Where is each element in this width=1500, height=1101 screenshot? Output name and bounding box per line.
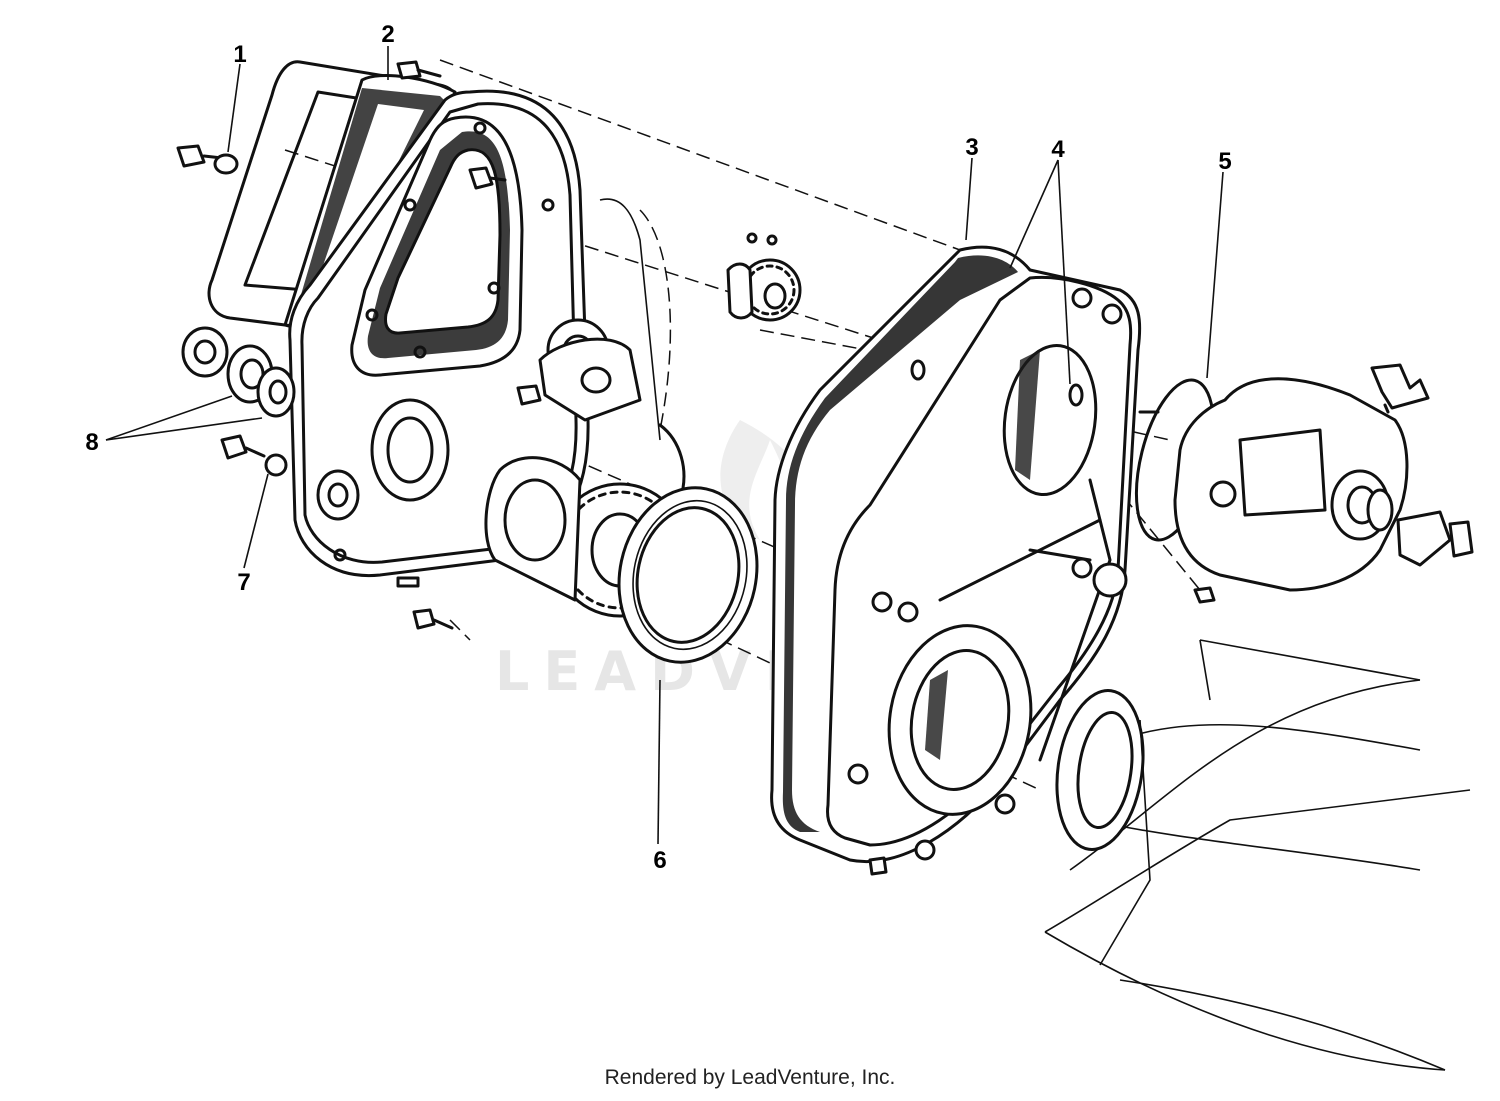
callout-3[interactable]: 3: [965, 134, 978, 161]
chain-case-housing-right: [770, 245, 1142, 876]
leader-lines: [105, 46, 1224, 845]
callout-7[interactable]: 7: [237, 569, 250, 596]
seal-ring: [617, 486, 759, 664]
idler-sprocket: [726, 232, 802, 322]
auger-housing: [1044, 639, 1471, 1071]
hardware-left: [176, 60, 507, 630]
chain-case-cover-left: [288, 89, 590, 578]
rendered-by-credit: Rendered by LeadVenture, Inc.: [604, 1066, 896, 1089]
callout-8[interactable]: 8: [85, 429, 98, 456]
callout-5[interactable]: 5: [1218, 148, 1231, 175]
callout-6[interactable]: 6: [653, 847, 666, 874]
callout-4[interactable]: 4: [1051, 136, 1065, 163]
gearbox-assembly: [1135, 363, 1474, 604]
callout-2[interactable]: 2: [381, 21, 394, 48]
callout-1[interactable]: 1: [233, 41, 246, 68]
